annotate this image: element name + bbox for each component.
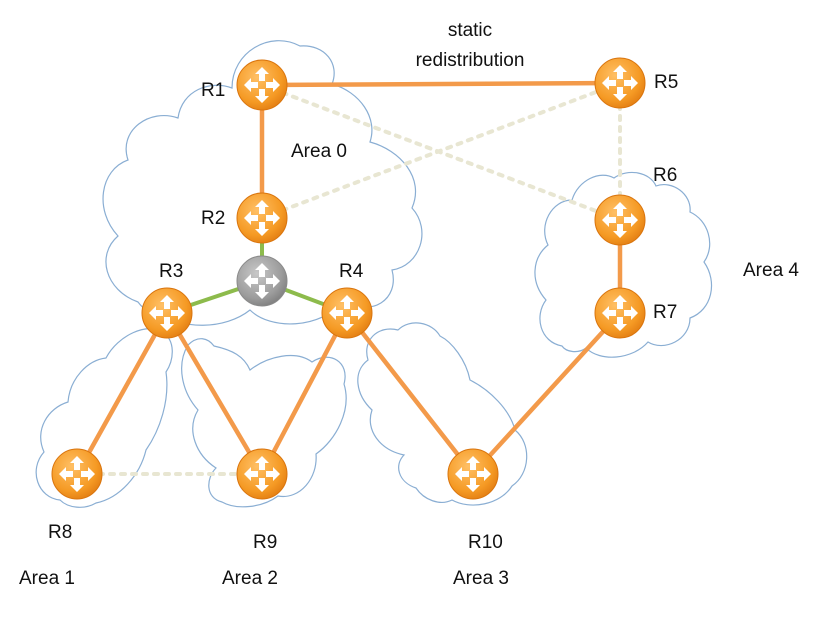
annotation-line-2: redistribution	[416, 50, 525, 71]
router-icon-r4[interactable]	[321, 287, 373, 339]
router-label-r8: R8	[48, 522, 72, 543]
area-label-3: Area 3	[453, 568, 509, 589]
link-r2-r5	[260, 81, 622, 220]
link-r1-r5	[259, 80, 623, 88]
router-label-r7: R7	[653, 302, 677, 323]
router-icon-r5[interactable]	[594, 57, 646, 109]
area-label-2: Area 2	[222, 568, 278, 589]
router-label-r6: R6	[653, 165, 677, 186]
router-label-r5: R5	[654, 72, 678, 93]
area-labels: Area 0 Area 1 Area 2 Area 3 Area 4	[19, 141, 799, 589]
router-icon-r8[interactable]	[51, 448, 103, 500]
router-label-r9: R9	[253, 532, 277, 553]
router-label-r1: R1	[201, 80, 225, 101]
link-r4-r9	[259, 310, 350, 477]
area-clouds	[35, 40, 713, 508]
router-icon-r1[interactable]	[236, 59, 288, 111]
router-label-r4: R4	[339, 261, 364, 282]
router-icon-r3[interactable]	[141, 287, 193, 339]
router-icon-r2[interactable]	[236, 192, 288, 244]
pseudonode-router-icon[interactable]	[236, 255, 288, 307]
area-label-4: Area 4	[743, 260, 799, 281]
annotation-line-1: static	[448, 20, 492, 41]
router-icon-r7[interactable]	[594, 287, 646, 339]
router-icon-r6[interactable]	[594, 194, 646, 246]
area-4-cloud	[534, 171, 713, 358]
router-label-r3: R3	[159, 261, 183, 282]
area-label-1: Area 1	[19, 568, 75, 589]
router-labels: R1 R2 R3 R4 R5 R6 R7 R8 R9 R10	[48, 72, 678, 553]
router-icon-r10[interactable]	[447, 448, 499, 500]
link-r4-r10	[344, 310, 476, 477]
router-icon-r9[interactable]	[236, 448, 288, 500]
area-2-cloud	[181, 338, 347, 508]
area-0-cloud	[102, 40, 423, 326]
area-3-cloud	[357, 322, 528, 506]
router-label-r2: R2	[201, 208, 225, 229]
router-label-r10: R10	[468, 532, 503, 553]
area-label-0: Area 0	[291, 141, 347, 162]
routers-layer	[51, 57, 646, 500]
link-r10-r7	[470, 310, 623, 477]
link-r3-r9	[164, 310, 265, 477]
link-r3-r8	[74, 310, 170, 477]
static-redistribution-annotation: static redistribution	[416, 20, 525, 71]
